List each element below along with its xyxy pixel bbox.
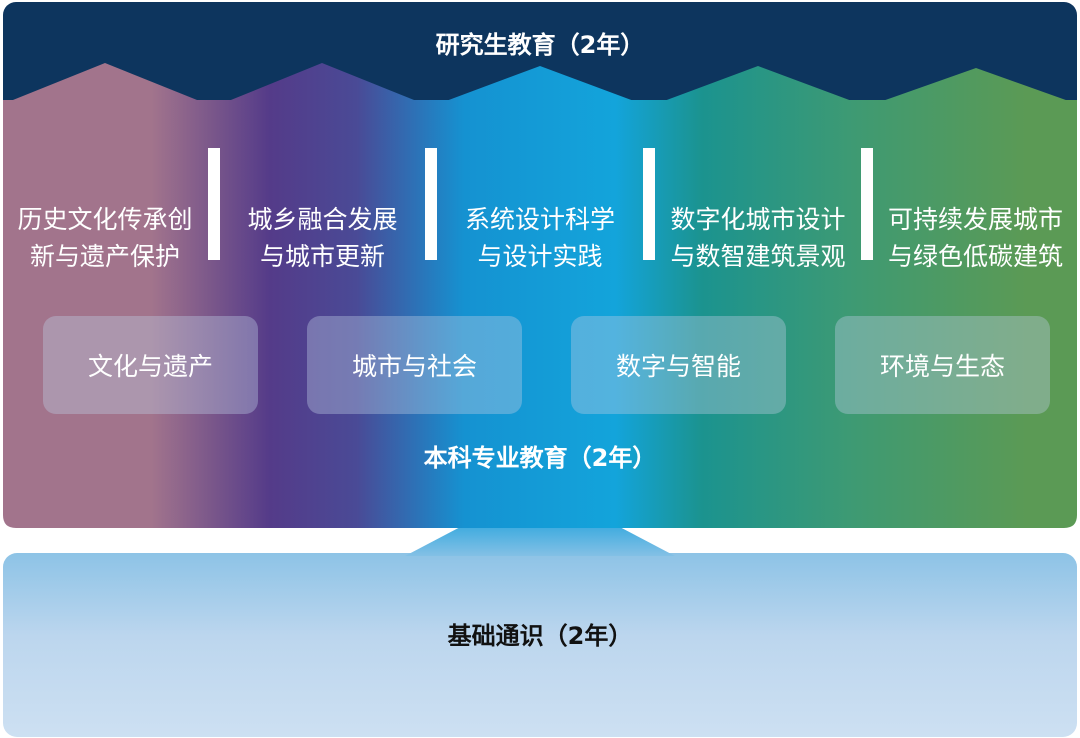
direction-line: 历史文化传承创 xyxy=(17,205,193,234)
category-label: 文化与遗产 xyxy=(87,352,213,381)
graduate-title: 研究生教育（2年） xyxy=(435,31,645,59)
house-culture xyxy=(3,63,207,300)
category-culture-heritage: 文化与遗产 xyxy=(43,316,258,414)
house-divider xyxy=(643,148,655,260)
category-city-society: 城市与社会 xyxy=(307,316,522,414)
house-design xyxy=(438,66,642,300)
category-label: 数字与智能 xyxy=(615,352,741,381)
direction-line: 可持续发展城市 xyxy=(887,205,1063,234)
direction-culture: 历史文化传承创 新与遗产保护 xyxy=(3,201,207,275)
direction-line: 系统设计科学 xyxy=(464,205,615,234)
house-divider xyxy=(861,148,873,260)
category-label: 环境与生态 xyxy=(879,352,1005,381)
category-environment-ecology: 环境与生态 xyxy=(835,316,1050,414)
foundation-title: 基础通识（2年） xyxy=(447,622,633,650)
direction-digital: 数字化城市设计 与数智建筑景观 xyxy=(656,201,860,275)
category-label: 城市与社会 xyxy=(351,352,477,381)
direction-line: 与设计实践 xyxy=(477,242,603,271)
category-digital-intelligence: 数字与智能 xyxy=(571,316,786,414)
direction-line: 与绿色低碳建筑 xyxy=(887,242,1063,271)
direction-urban: 城乡融合发展 与城市更新 xyxy=(221,201,424,275)
undergraduate-title: 本科专业教育（2年） xyxy=(423,444,657,472)
direction-line: 与城市更新 xyxy=(259,242,385,271)
direction-line: 新与遗产保护 xyxy=(29,242,180,271)
direction-line: 与数智建筑景观 xyxy=(670,242,846,271)
direction-green: 可持续发展城市 与绿色低碳建筑 xyxy=(874,201,1077,275)
direction-line: 城乡融合发展 xyxy=(247,205,398,234)
house-digital xyxy=(656,66,860,300)
house-urban xyxy=(221,63,424,300)
house-divider xyxy=(208,148,220,260)
house-divider xyxy=(425,148,437,260)
direction-design: 系统设计科学 与设计实践 xyxy=(438,201,642,275)
direction-line: 数字化城市设计 xyxy=(670,205,846,234)
house-green xyxy=(874,68,1077,300)
foundation-block xyxy=(3,553,1077,737)
